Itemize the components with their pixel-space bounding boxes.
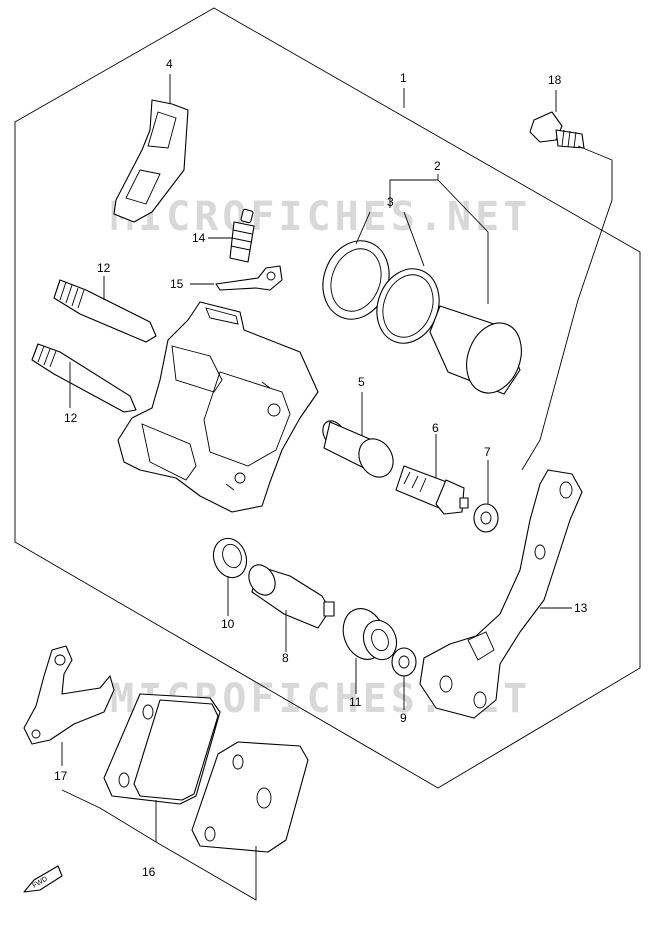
- callout-9: 9: [400, 711, 407, 725]
- part-11-boot[interactable]: [336, 603, 402, 666]
- callout-2: 2: [434, 159, 441, 173]
- callout-18: 18: [548, 73, 562, 87]
- callout-14: 14: [192, 231, 206, 245]
- callout-4: 4: [166, 57, 173, 71]
- part-12-slide-pin-upper[interactable]: [53, 279, 157, 343]
- part-8-slide-pin[interactable]: [244, 560, 335, 629]
- callout-12-lower: 12: [64, 411, 78, 425]
- part-13-bracket[interactable]: [419, 469, 583, 719]
- part-12-slide-pin-lower[interactable]: [31, 343, 137, 413]
- callout-10: 10: [221, 617, 235, 631]
- part-16-brake-pads[interactable]: [103, 693, 309, 853]
- callout-numbers: 1 2 3 4 5 6 7 8 9 10 11 12 12 13 14 15 1…: [54, 57, 588, 879]
- callout-15: 15: [170, 277, 184, 291]
- part-9-washer[interactable]: [391, 647, 417, 677]
- watermark-top: MICROFICHES.NET: [110, 194, 531, 240]
- callout-3: 3: [387, 195, 394, 209]
- part-17-shim[interactable]: [23, 645, 115, 745]
- part-7-washer[interactable]: [473, 503, 499, 533]
- part-6-bolt[interactable]: [395, 465, 469, 515]
- callout-5: 5: [358, 375, 365, 389]
- callout-13: 13: [574, 601, 588, 615]
- callout-16: 16: [142, 865, 156, 879]
- callout-17: 17: [54, 769, 68, 783]
- callout-8: 8: [282, 651, 289, 665]
- part-4-pad-spring[interactable]: [113, 99, 189, 223]
- assembly-boundary: [14, 7, 641, 789]
- part-18-bolt[interactable]: [529, 111, 585, 149]
- leader-lines: [61, 74, 613, 901]
- callout-1: 1: [400, 71, 407, 85]
- part-3-piston-seals[interactable]: [312, 231, 449, 352]
- callout-7: 7: [484, 445, 491, 459]
- part-15-bleeder-cap[interactable]: [215, 265, 283, 291]
- part-2-piston[interactable]: [429, 305, 531, 401]
- part-14-bleeder-screw[interactable]: [229, 208, 255, 263]
- caliper-body[interactable]: [117, 301, 319, 513]
- part-10-boot[interactable]: [208, 534, 252, 583]
- part-5-pin[interactable]: [318, 417, 400, 483]
- forward-arrow-icon: FWD: [23, 865, 63, 893]
- callout-12-upper: 12: [97, 261, 111, 275]
- callout-6: 6: [432, 421, 439, 435]
- callout-11: 11: [349, 695, 362, 709]
